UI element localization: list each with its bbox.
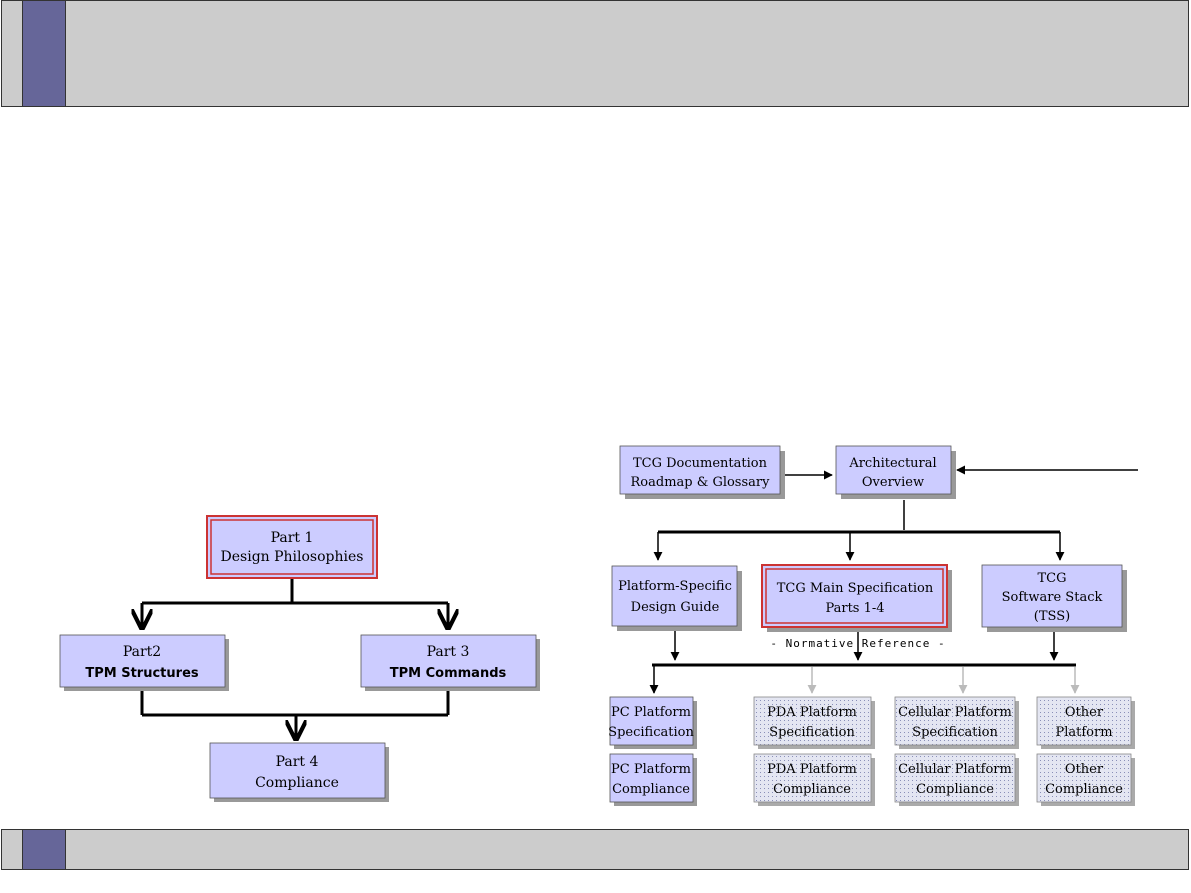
part3-box: Part 3 TPM Commands (360, 634, 540, 691)
part2-line2: TPM Structures (85, 666, 199, 681)
cellular-comp-line1: Cellular Platform (898, 762, 1012, 777)
pda-spec-line1: PDA Platform (767, 705, 857, 720)
architectural-line2: Overview (862, 475, 924, 490)
left-diagram: Part 1 Design Philosophies Part2 TPM Str… (59, 515, 540, 802)
right-diagram: TCG Documentation Roadmap & Glossary Arc… (608, 445, 1138, 806)
tcg-main-spec-box: TCG Main Specification Parts 1-4 (761, 564, 952, 632)
part4-box: Part 4 Compliance (209, 742, 389, 802)
part2-line1: Part2 (123, 644, 161, 660)
tss-line3: (TSS) (1034, 609, 1070, 624)
pda-comp-line1: PDA Platform (767, 762, 857, 777)
part3-line1: Part 3 (427, 644, 470, 660)
top-title-bar (1, 0, 1189, 107)
pda-spec-line2: Specification (769, 725, 855, 740)
other-platform-line1: Other (1065, 705, 1104, 720)
bottom-accent-block (22, 830, 66, 869)
part2-box: Part2 TPM Structures (59, 634, 229, 691)
other-comp-line1: Other (1065, 762, 1104, 777)
part4-line1: Part 4 (276, 754, 319, 770)
cellular-spec-box: Cellular Platform Specification (894, 696, 1019, 749)
tss-line1: TCG (1037, 571, 1066, 586)
main-spec-line1: TCG Main Specification (777, 581, 934, 596)
architectural-line1: Architectural (848, 456, 936, 471)
bottom-footer-bar (1, 829, 1189, 870)
cellular-comp-line2: Compliance (916, 782, 994, 797)
pc-spec-line2: Specification (608, 725, 694, 740)
pda-spec-box: PDA Platform Specification (753, 696, 875, 749)
other-compliance-box: Other Compliance (1036, 753, 1135, 806)
platform-design-guide-box: Platform-Specific Design Guide (611, 565, 742, 631)
pc-spec-line1: PC Platform (611, 705, 691, 720)
pc-compliance-box: PC Platform Compliance (609, 753, 697, 806)
pda-comp-line2: Compliance (773, 782, 851, 797)
part4-line2: Compliance (255, 775, 339, 791)
tss-box: TCG Software Stack (TSS) (981, 564, 1127, 632)
tss-line2: Software Stack (1002, 590, 1103, 605)
cellular-compliance-box: Cellular Platform Compliance (894, 753, 1019, 806)
pc-comp-line1: PC Platform (611, 762, 691, 777)
pc-spec-box: PC Platform Specification (608, 696, 697, 749)
platform-guide-line1: Platform-Specific (618, 579, 732, 594)
other-platform-line2: Platform (1055, 725, 1112, 740)
other-platform-box: Other Platform (1036, 696, 1135, 749)
other-comp-line2: Compliance (1045, 782, 1123, 797)
platform-guide-line2: Design Guide (631, 600, 720, 615)
part1-box: Part 1 Design Philosophies (206, 515, 378, 579)
normative-reference-label: - Normative Reference - (770, 637, 945, 650)
roadmap-line1: TCG Documentation (633, 456, 768, 471)
roadmap-line2: Roadmap & Glossary (631, 475, 771, 490)
top-accent-block (22, 1, 66, 106)
pda-compliance-box: PDA Platform Compliance (753, 753, 875, 806)
main-spec-line2: Parts 1-4 (825, 601, 884, 616)
architectural-overview-box: Architectural Overview (835, 445, 956, 499)
part1-line2: Design Philosophies (221, 549, 364, 565)
cellular-spec-line2: Specification (912, 725, 998, 740)
left-connectors (142, 578, 448, 739)
roadmap-glossary-box: TCG Documentation Roadmap & Glossary (619, 445, 785, 499)
part1-line1: Part 1 (271, 530, 314, 546)
part3-line2: TPM Commands (390, 666, 507, 681)
right-connectors (649, 465, 1138, 694)
pc-comp-line2: Compliance (612, 782, 690, 797)
cellular-spec-line1: Cellular Platform (898, 705, 1012, 720)
